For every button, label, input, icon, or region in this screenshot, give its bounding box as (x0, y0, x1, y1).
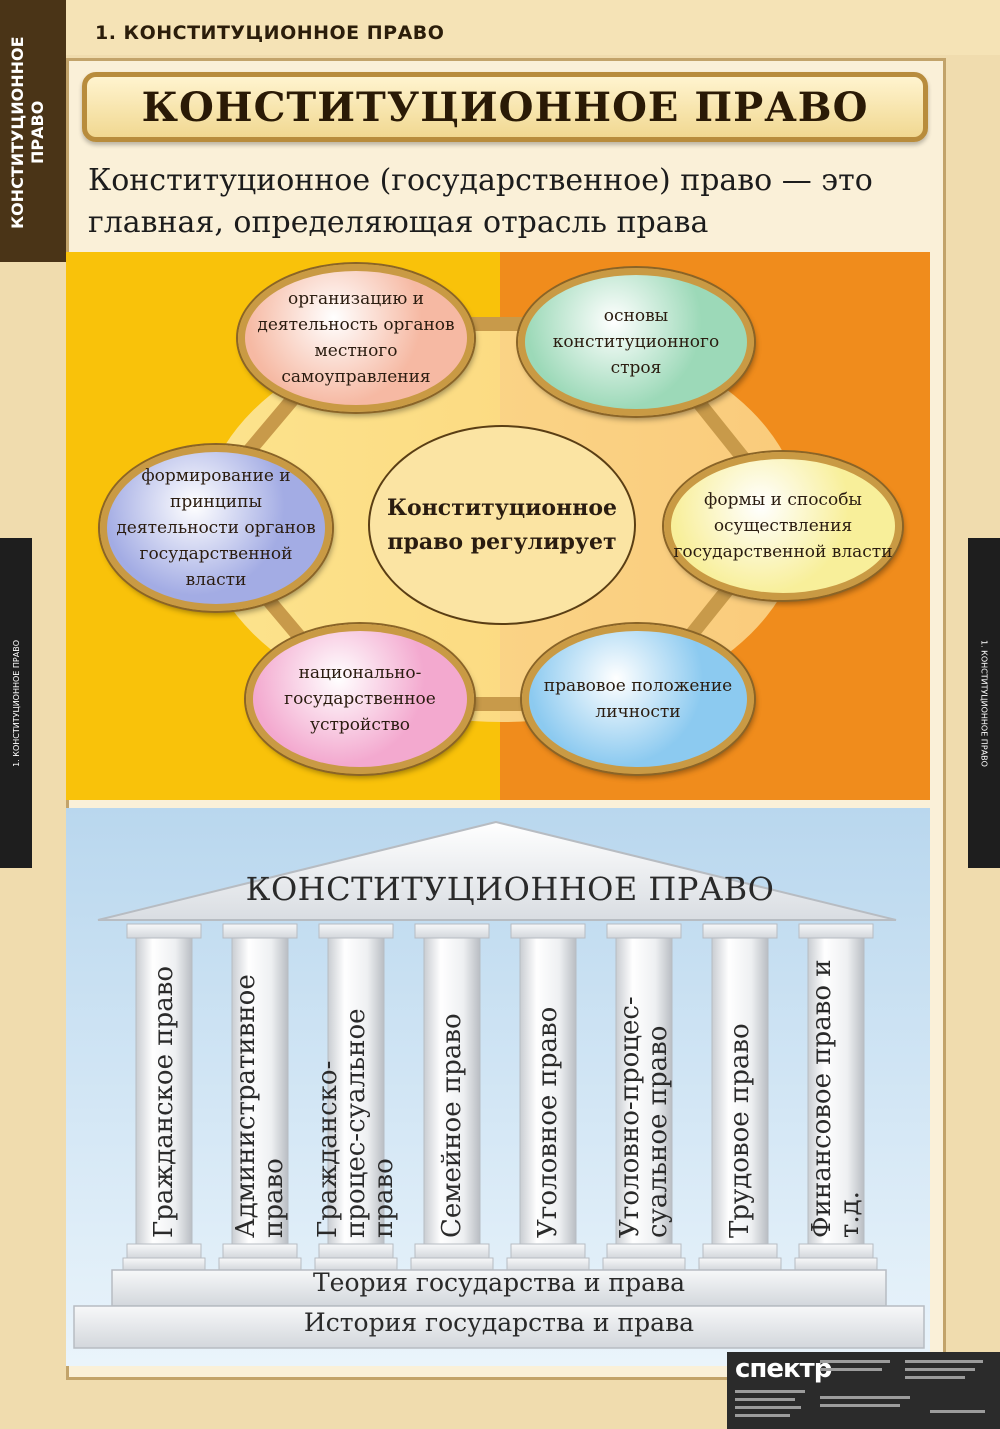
fine-print-line (735, 1398, 795, 1401)
header-label: 1. КОНСТИТУЦИОННОЕ ПРАВО (95, 22, 445, 44)
title-box: КОНСТИТУЦИОННОЕ ПРАВО (82, 72, 928, 142)
temple-roof (97, 820, 897, 921)
oval-label: основы конституционного строя (552, 306, 720, 378)
fine-print-line (735, 1406, 801, 1409)
temple-roof-label: КОНСТИТУЦИОННОЕ ПРАВО (245, 870, 775, 908)
temple-column (698, 923, 782, 1271)
temple-column (410, 923, 494, 1271)
column-label: Семейное право (437, 1013, 467, 1238)
top-band (66, 0, 1000, 55)
fine-print-line (905, 1376, 965, 1379)
center-oval: Конституционное право регулирует (368, 425, 636, 625)
step-lower-label: История государства и права (303, 1308, 695, 1337)
side-tab-left: 1. КОНСТИТУЦИОННОЕ ПРАВО (0, 538, 32, 868)
oval-constitutional-order: основы конституционного строя (518, 268, 754, 416)
column-label: Уголовно-процес-суальное право (615, 996, 673, 1238)
fine-print-line (905, 1360, 983, 1363)
oval-label: национально-государственное устройство (284, 663, 436, 735)
side-strip-label: КОНСТИТУЦИОННОЕ ПРАВО (8, 36, 47, 229)
fine-print-line (820, 1396, 910, 1399)
fine-print-line (905, 1368, 975, 1371)
temple-column (506, 923, 590, 1271)
oval-government-bodies: формирование и принципы деятельности орг… (100, 445, 332, 611)
column-label: Трудовое право (725, 1023, 755, 1238)
oval-label: формирование и принципы деятельности орг… (116, 466, 316, 590)
fine-print-line (820, 1368, 882, 1371)
column-label: Уголовное право (533, 1006, 563, 1238)
column-label: Административное право (231, 974, 289, 1238)
temple-column (602, 923, 686, 1271)
side-strip: КОНСТИТУЦИОННОЕ ПРАВО (0, 0, 66, 262)
temple-step-upper (111, 1269, 887, 1307)
column-label: Гражданское право (149, 966, 179, 1238)
temple-graphic (73, 820, 925, 1349)
publisher-logo: спектр (735, 1354, 832, 1384)
temple-column (794, 923, 878, 1271)
temple-column (314, 923, 398, 1271)
column-label: Финансовое право и т.д. (807, 959, 865, 1238)
fine-print-line (735, 1390, 805, 1393)
poster-title: КОНСТИТУЦИОННОЕ ПРАВО (141, 83, 869, 131)
fine-print-line (735, 1414, 790, 1417)
oval-label: организацию и деятельность органов местн… (257, 289, 455, 387)
oval-label: формы и способы осуществления государств… (673, 490, 893, 562)
oval-legal-status: правовое положение личности (522, 624, 754, 774)
definition-text: Конституционное (государственное) право … (88, 163, 873, 240)
fine-print-line (820, 1404, 900, 1407)
oval-local-government: организацию и деятельность органов местн… (238, 264, 474, 412)
step-upper-label: Теория государства и права (313, 1268, 685, 1297)
center-oval-label: Конституционное право регулирует (387, 495, 617, 555)
temple-column (122, 923, 206, 1271)
temple-columns (122, 923, 878, 1271)
fine-print-line (820, 1360, 890, 1363)
temple-column (218, 923, 302, 1271)
oval-forms-of-power: формы и способы осуществления государств… (664, 452, 902, 600)
fine-print-line (930, 1410, 985, 1413)
oval-label: правовое положение личности (543, 676, 733, 722)
side-tab-right: 1. КОНСТИТУЦИОННОЕ ПРАВО (968, 538, 1000, 868)
column-label: Гражданско-процес-суальное право (313, 1008, 399, 1238)
temple-step-lower (73, 1305, 925, 1349)
side-tab-left-label: 1. КОНСТИТУЦИОННОЕ ПРАВО (11, 639, 21, 767)
side-tab-right-label: 1. КОНСТИТУЦИОННОЕ ПРАВО (979, 639, 989, 767)
oval-national-structure: национально-государственное устройство (246, 624, 474, 774)
